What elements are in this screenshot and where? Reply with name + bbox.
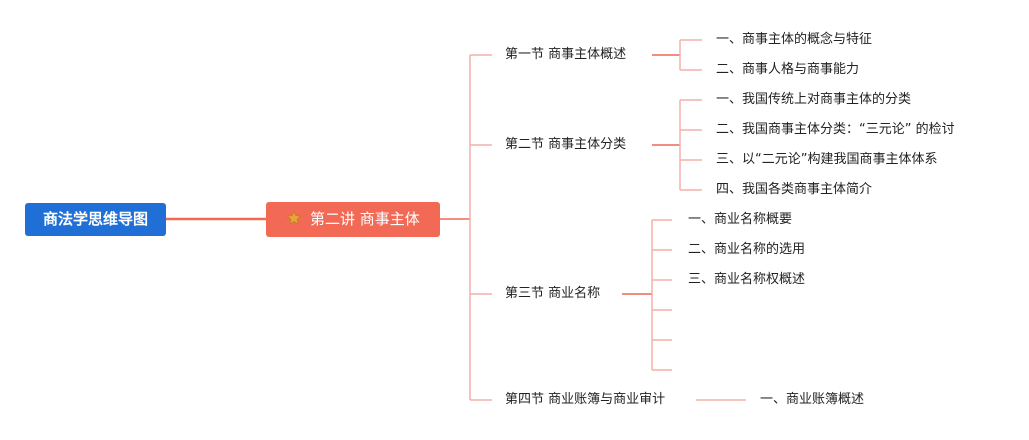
topic-node[interactable]: 二、我国商事主体分类：“三元论” 的检讨 <box>716 122 955 137</box>
chapter-label: 第二讲 商事主体 <box>310 210 420 228</box>
topic-node[interactable]: 一、商事主体的概念与特征 <box>716 32 873 47</box>
section-2-node[interactable]: 第二节 商事主体分类 <box>505 137 627 152</box>
topic-node[interactable]: 二、商业名称的选用 <box>688 242 806 257</box>
topic-node[interactable]: 三、以“二元论”构建我国商事主体体系 <box>716 152 938 167</box>
topic-node[interactable]: 一、商业账簿概述 <box>760 392 865 407</box>
section-3-node[interactable]: 第三节 商业名称 <box>505 286 601 301</box>
topic-node[interactable]: 二、商事人格与商事能力 <box>716 62 860 77</box>
topic-node[interactable]: 一、商业名称概要 <box>688 212 793 227</box>
chapter-node[interactable]: 第二讲 商事主体 <box>266 202 440 237</box>
section-1-node[interactable]: 第一节 商事主体概述 <box>505 47 627 62</box>
star-icon <box>286 210 302 225</box>
topic-node[interactable]: 四、我国各类商事主体简介 <box>716 182 873 197</box>
root-node[interactable]: 商法学思维导图 <box>25 203 166 236</box>
topic-node[interactable]: 三、商业名称权概述 <box>688 272 806 287</box>
root-label: 商法学思维导图 <box>42 210 148 228</box>
section-4-node[interactable]: 第四节 商业账簿与商业审计 <box>505 392 666 407</box>
topic-node[interactable]: 一、我国传统上对商事主体的分类 <box>716 92 912 107</box>
